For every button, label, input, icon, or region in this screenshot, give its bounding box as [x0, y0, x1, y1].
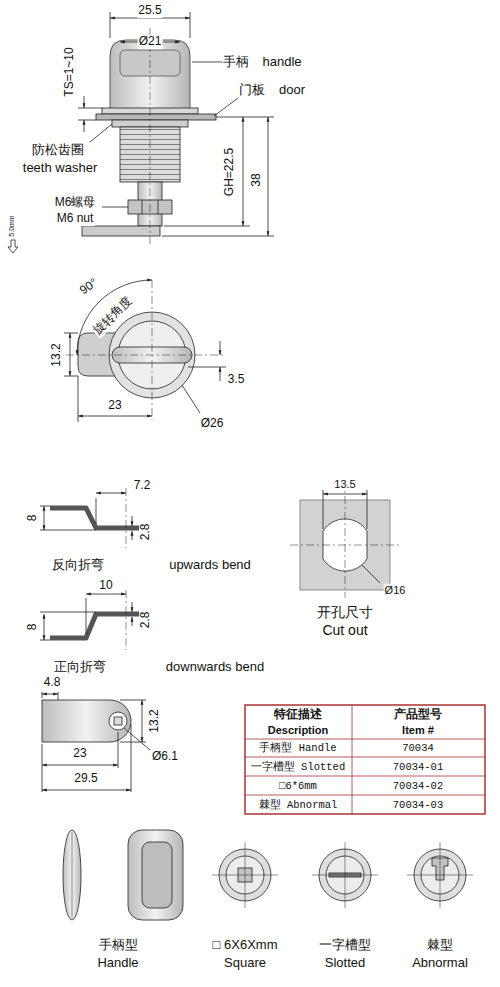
bend-name: 反向折弯	[51, 558, 105, 573]
table-cell: 棘型 Abnormal	[258, 798, 339, 810]
square-icon	[212, 842, 278, 908]
part-name: 防松齿圈	[31, 143, 85, 158]
variant-name: Abnormal	[411, 956, 469, 971]
variant-name: 棘型	[426, 938, 454, 953]
dimension: Ø6.1	[151, 750, 179, 764]
dimension: 7.2	[133, 479, 152, 493]
table-cell: □6*6mm	[278, 779, 318, 791]
part-name: teeth washer	[22, 161, 98, 176]
part-name: handle	[261, 55, 302, 70]
table-cell: 一字槽型 Slotted	[250, 760, 346, 772]
table-cell: 70034-01	[392, 760, 444, 772]
cam	[82, 226, 160, 236]
dimension: TS=1~10	[63, 46, 77, 97]
bend-name: upwards bend	[168, 558, 252, 573]
dimension: Ø26	[200, 417, 225, 431]
dimension: 2.8	[139, 523, 153, 542]
table-cell: 70034-03	[392, 798, 444, 810]
table-header: Description	[267, 724, 330, 737]
bend-name: downwards bend	[165, 660, 265, 675]
dimension: 90°	[77, 276, 101, 299]
part-name: door	[278, 83, 306, 98]
dimension: 13.2	[148, 708, 162, 733]
dimension: 25.5	[137, 4, 162, 18]
dimension: 13.5	[333, 478, 356, 491]
dimension: Ø21	[138, 35, 163, 49]
variant-name: □ 6X6Xmm	[212, 938, 279, 953]
abnormal-icon	[407, 842, 473, 908]
table-header: Item #	[401, 724, 435, 737]
handle-icon	[128, 830, 183, 920]
note: 旋转角度	[90, 293, 135, 338]
variant-name: 手柄型	[98, 938, 139, 953]
table-cell: 70034-02	[392, 779, 444, 791]
variant-name: Square	[223, 956, 267, 971]
dimension: 8	[26, 623, 40, 632]
table-header: 产品型号	[393, 708, 443, 722]
door-panel	[96, 114, 216, 120]
dimension: GH=22.5	[223, 147, 237, 197]
table-header: 特征描述	[273, 708, 323, 722]
dimension: 38	[250, 172, 264, 187]
dimension: Ø16	[384, 584, 407, 597]
dimension: 3.5	[227, 373, 246, 387]
dimension: 4.8	[43, 676, 62, 690]
note: 5.0mm	[8, 214, 16, 237]
dimension: 10	[98, 579, 113, 593]
caption: 开孔尺寸	[316, 604, 374, 620]
handle-side	[63, 830, 81, 920]
dimension: 13.2	[50, 342, 64, 367]
variant-name: 一字槽型	[318, 938, 372, 953]
slotted-icon	[312, 842, 378, 908]
dimension: 23	[107, 399, 122, 413]
table-cell: 70034	[401, 742, 435, 754]
dimension: 29.5	[73, 772, 98, 786]
dimension: 2.8	[139, 611, 153, 630]
part-name: M6 nut	[56, 212, 95, 226]
item-table	[245, 705, 485, 814]
table-cell: 手柄型 Handle	[258, 742, 337, 754]
dimension: 23	[72, 747, 87, 761]
part-name: 门板	[238, 83, 266, 98]
caption: Cut out	[321, 622, 368, 638]
part-name: M6螺母	[54, 196, 97, 210]
variant-name: Slotted	[324, 956, 366, 971]
bend-name: 正向折弯	[53, 660, 107, 675]
variant-name: Handle	[96, 956, 139, 971]
dimension: 8	[26, 514, 40, 523]
part-name: 手柄	[222, 55, 250, 70]
